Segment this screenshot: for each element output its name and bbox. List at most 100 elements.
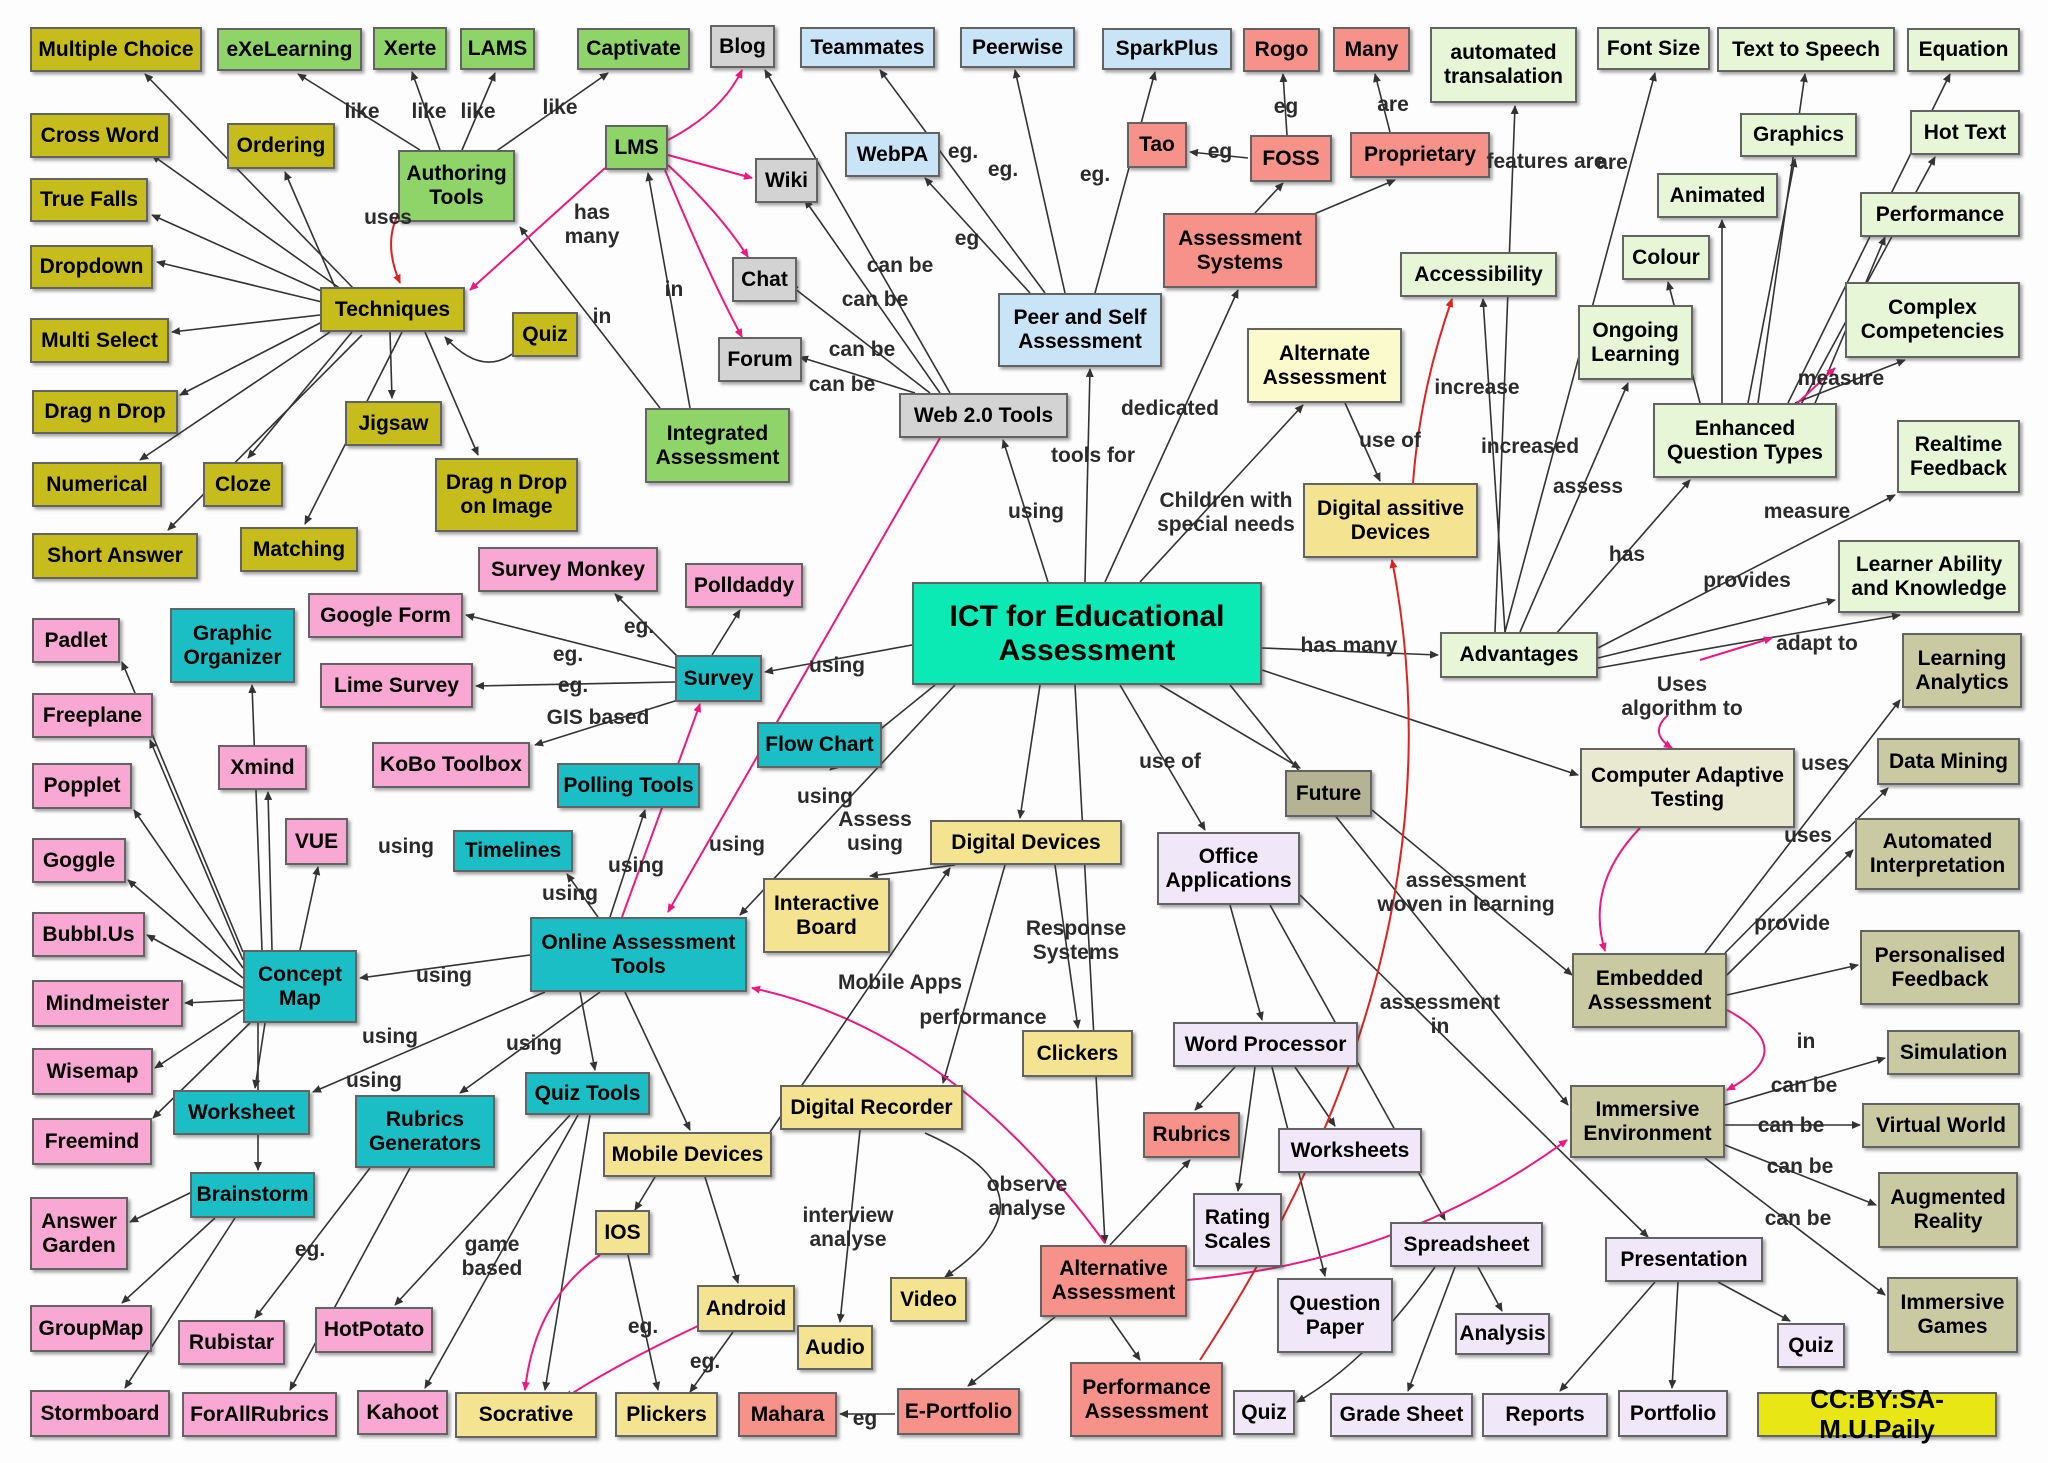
node-android[interactable]: Android <box>697 1285 795 1332</box>
node-kobo-toolbox[interactable]: KoBo Toolbox <box>372 742 530 788</box>
node-xmind[interactable]: Xmind <box>218 745 307 790</box>
node-hot-text[interactable]: Hot Text <box>1910 110 2020 155</box>
node-automated-transalation[interactable]: automated transalation <box>1430 27 1577 103</box>
node-wiki[interactable]: Wiki <box>755 158 818 203</box>
node-sparkplus[interactable]: SparkPlus <box>1102 28 1232 70</box>
node-grade-sheet[interactable]: Grade Sheet <box>1330 1393 1473 1437</box>
node-digital-assitive-devices[interactable]: Digital assitive Devices <box>1303 483 1478 558</box>
node-answer-garden[interactable]: Answer Garden <box>30 1197 128 1270</box>
node-blog[interactable]: Blog <box>710 25 775 68</box>
node-survey[interactable]: Survey <box>675 655 762 702</box>
node-teammates[interactable]: Teammates <box>800 27 935 68</box>
node-learning-analytics[interactable]: Learning Analytics <box>1902 633 2022 708</box>
node-virtual-world[interactable]: Virtual World <box>1862 1103 2020 1148</box>
node-integrated-assessment[interactable]: Integrated Assessment <box>645 408 790 483</box>
node-cc-by-sa-m-u-paily[interactable]: CC:BY:SA-M.U.Paily <box>1757 1385 1997 1443</box>
node-animated[interactable]: Animated <box>1657 173 1778 218</box>
node-foss[interactable]: FOSS <box>1250 135 1332 182</box>
node-e-portfolio[interactable]: E-Portfolio <box>897 1388 1020 1435</box>
node-digital-devices[interactable]: Digital Devices <box>930 820 1122 865</box>
node-portfolio[interactable]: Portfolio <box>1618 1390 1728 1437</box>
node-worksheet[interactable]: Worksheet <box>173 1090 310 1135</box>
node-polldaddy[interactable]: Polldaddy <box>685 563 803 608</box>
node-font-size[interactable]: Font Size <box>1597 27 1710 70</box>
node-equation[interactable]: Equation <box>1907 28 2020 72</box>
node-polling-tools[interactable]: Polling Tools <box>557 763 700 808</box>
node-data-mining[interactable]: Data Mining <box>1877 738 2020 785</box>
node-cloze[interactable]: Cloze <box>203 462 283 507</box>
node-forallrubrics[interactable]: ForAllRubrics <box>182 1392 337 1437</box>
node-timelines[interactable]: Timelines <box>453 830 573 872</box>
node-office-applications[interactable]: Office Applications <box>1157 832 1300 905</box>
node-multi-select[interactable]: Multi Select <box>30 318 169 363</box>
node-interactive-board[interactable]: Interactive Board <box>763 878 890 953</box>
node-drag-n-drop[interactable]: Drag n Drop <box>32 390 178 434</box>
node-lms[interactable]: LMS <box>605 125 668 170</box>
node-brainstorm[interactable]: Brainstorm <box>190 1172 315 1218</box>
node-multiple-choice[interactable]: Multiple Choice <box>30 27 202 72</box>
node-rogo[interactable]: Rogo <box>1243 28 1320 72</box>
node-performance-assessment[interactable]: Performance Assessment <box>1070 1362 1223 1437</box>
node-graphic-organizer[interactable]: Graphic Organizer <box>170 608 295 683</box>
node-cross-word[interactable]: Cross Word <box>30 113 170 158</box>
node-text-to-speech[interactable]: Text to Speech <box>1717 27 1895 72</box>
node-web-2-0-tools[interactable]: Web 2.0 Tools <box>899 393 1068 438</box>
node-learner-ability-and-knowledge[interactable]: Learner Ability and Knowledge <box>1838 540 2020 613</box>
node-worksheets[interactable]: Worksheets <box>1278 1128 1422 1173</box>
node-realtime-feedback[interactable]: Realtime Feedback <box>1897 420 2020 493</box>
node-proprietary[interactable]: Proprietary <box>1350 132 1490 178</box>
node-plickers[interactable]: Plickers <box>615 1392 718 1437</box>
node-forum[interactable]: Forum <box>718 337 802 382</box>
node-mobile-devices[interactable]: Mobile Devices <box>603 1132 772 1177</box>
node-computer-adaptive-testing[interactable]: Computer Adaptive Testing <box>1580 748 1795 828</box>
node-captivate[interactable]: Captivate <box>577 28 690 70</box>
node-rubistar[interactable]: Rubistar <box>178 1320 285 1365</box>
node-question-paper[interactable]: Question Paper <box>1277 1278 1393 1353</box>
node-alternative-assessment[interactable]: Alternative Assessment <box>1040 1245 1187 1317</box>
node-embedded-assessment[interactable]: Embedded Assessment <box>1572 953 1727 1028</box>
node-google-form[interactable]: Google Form <box>308 593 463 638</box>
node-quiz[interactable]: Quiz <box>512 312 578 357</box>
node-true-falls[interactable]: True Falls <box>30 178 148 222</box>
node-kahoot[interactable]: Kahoot <box>357 1390 448 1435</box>
node-digital-recorder[interactable]: Digital Recorder <box>780 1085 963 1130</box>
node-rubrics[interactable]: Rubrics <box>1143 1112 1240 1158</box>
node-ongoing-learning[interactable]: Ongoing Learning <box>1578 305 1693 380</box>
node-advantages[interactable]: Advantages <box>1440 632 1598 678</box>
node-drag-n-drop-on-image[interactable]: Drag n Drop on Image <box>435 458 578 532</box>
node-numerical[interactable]: Numerical <box>32 462 162 507</box>
node-automated-interpretation[interactable]: Automated Interpretation <box>1855 818 2020 890</box>
node-many[interactable]: Many <box>1333 27 1410 72</box>
node-popplet[interactable]: Popplet <box>32 763 132 809</box>
node-lams[interactable]: LAMS <box>460 28 535 70</box>
node-assessment-systems[interactable]: Assessment Systems <box>1163 213 1317 288</box>
node-word-processor[interactable]: Word Processor <box>1173 1022 1358 1067</box>
node-quiz-tools[interactable]: Quiz Tools <box>525 1072 650 1115</box>
node-complex-competencies[interactable]: Complex Competencies <box>1845 282 2020 358</box>
node-audio[interactable]: Audio <box>797 1325 873 1370</box>
node-performance[interactable]: Performance <box>1860 192 2020 237</box>
node-bubbl-us[interactable]: Bubbl.Us <box>32 912 145 957</box>
node-personalised-feedback[interactable]: Personalised Feedback <box>1860 930 2020 1005</box>
node-webpa[interactable]: WebPA <box>845 132 940 177</box>
node-clickers[interactable]: Clickers <box>1022 1030 1133 1077</box>
node-peer-and-self-assessment[interactable]: Peer and Self Assessment <box>998 293 1162 367</box>
node-groupmap[interactable]: GroupMap <box>30 1305 152 1352</box>
node-jigsaw[interactable]: Jigsaw <box>345 401 442 446</box>
node-reports[interactable]: Reports <box>1482 1393 1608 1437</box>
node-concept-map[interactable]: Concept Map <box>243 950 357 1023</box>
node-alternate-assessment[interactable]: Alternate Assessment <box>1247 328 1402 403</box>
node-exelearning[interactable]: eXeLearning <box>217 28 362 71</box>
node-survey-monkey[interactable]: Survey Monkey <box>478 547 658 592</box>
node-ios[interactable]: IOS <box>595 1210 650 1255</box>
node-authoring-tools[interactable]: Authoring Tools <box>398 150 515 222</box>
node-tao[interactable]: Tao <box>1127 122 1187 168</box>
node-quiz-2[interactable]: Quiz <box>1777 1323 1845 1368</box>
node-dropdown[interactable]: Dropdown <box>30 245 153 289</box>
node-peerwise[interactable]: Peerwise <box>960 27 1075 68</box>
node-presentation[interactable]: Presentation <box>1605 1237 1763 1282</box>
node-analysis[interactable]: Analysis <box>1455 1313 1550 1355</box>
node-xerte[interactable]: Xerte <box>373 27 447 70</box>
node-quiz-1[interactable]: Quiz <box>1233 1390 1295 1435</box>
node-mindmeister[interactable]: Mindmeister <box>32 980 183 1027</box>
